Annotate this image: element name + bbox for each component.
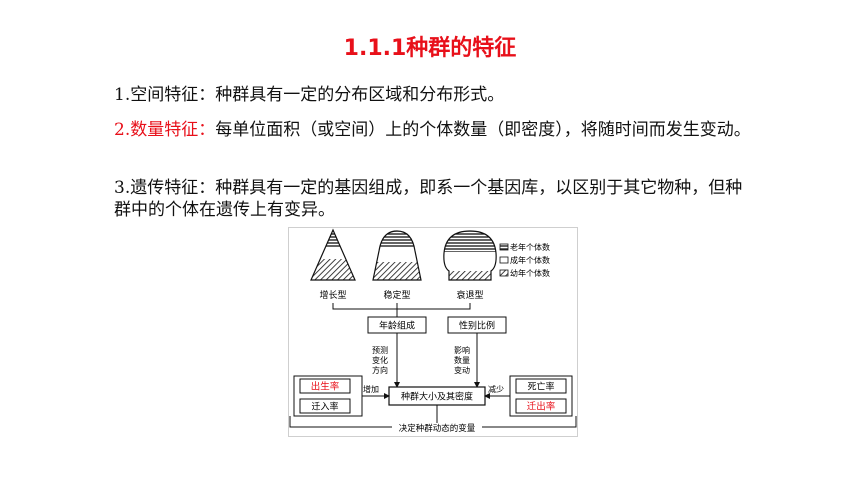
bottom-label: 决定种群动态的变量 (399, 423, 476, 434)
paragraph-text: 种群具有一定的分布区域和分布形式。 (215, 85, 505, 105)
immigration-box: 迁入率 (311, 401, 338, 413)
increase-label: 增加 (363, 384, 379, 394)
paragraph-label: 3.遗传特征 (114, 178, 199, 198)
predict-label-3: 方向 (372, 365, 388, 375)
slide-title: 1.1.1种群的特征 (343, 36, 517, 61)
emigration-box: 迁出率 (527, 401, 556, 413)
label-stable: 稳定型 (383, 289, 410, 301)
affect-label-2: 数量 (454, 355, 470, 365)
predict-label-1: 预测 (372, 345, 388, 355)
age-structure-box: 年龄组成 (379, 320, 415, 332)
predict-label-2: 变化 (372, 355, 388, 365)
legend-old: 老年个体数 (510, 242, 550, 252)
paragraph-text: 每单位面积（或空间）上的个体数量（即密度），将随时间而发生变动。 (215, 120, 751, 140)
legend-swatch-young (499, 269, 509, 277)
label-decline: 衰退型 (456, 289, 483, 301)
paragraph-text: 种群具有一定的基因组成，即系一个基因库，以区别于其它物种，但种群中的个体在遗传上… (114, 178, 743, 220)
decrease-label: 减少 (488, 384, 504, 394)
affect-label-3: 变动 (454, 365, 470, 375)
sex-ratio-box: 性别比例 (459, 320, 495, 332)
population-density-box: 种群大小及其密度 (401, 391, 473, 403)
paragraph-spatial: 1.空间特征：种群具有一定的分布区域和分布形式。 (114, 85, 505, 105)
population-diagram: 老年个体数 成年个体数 幼年个体数 增长型 稳定型 衰退型 年龄组成 性别比例 … (288, 227, 578, 437)
label-growth: 增长型 (319, 289, 346, 301)
paragraph-label: 2.数量特征 (114, 120, 199, 140)
legend-swatch-old (499, 243, 509, 251)
legend-young: 幼年个体数 (510, 268, 550, 278)
paragraph-genetic: 3.遗传特征：种群具有一定的基因组成，即系一个基因库，以区别于其它物种，但种群中… (114, 178, 743, 220)
legend-swatch-adult (499, 256, 509, 264)
pyramid-decline (443, 231, 497, 280)
paragraph-quantity: 2.数量特征：每单位面积（或空间）上的个体数量（即密度），将随时间而发生变动。 (114, 120, 751, 140)
paragraph-label: 1.空间特征 (114, 85, 199, 105)
affect-label-1: 影响 (454, 345, 470, 355)
death-rate-box: 死亡率 (527, 381, 554, 393)
birth-rate-box: 出生率 (311, 381, 340, 393)
legend: 老年个体数 成年个体数 幼年个体数 (499, 242, 550, 278)
legend-adult: 成年个体数 (510, 255, 550, 265)
